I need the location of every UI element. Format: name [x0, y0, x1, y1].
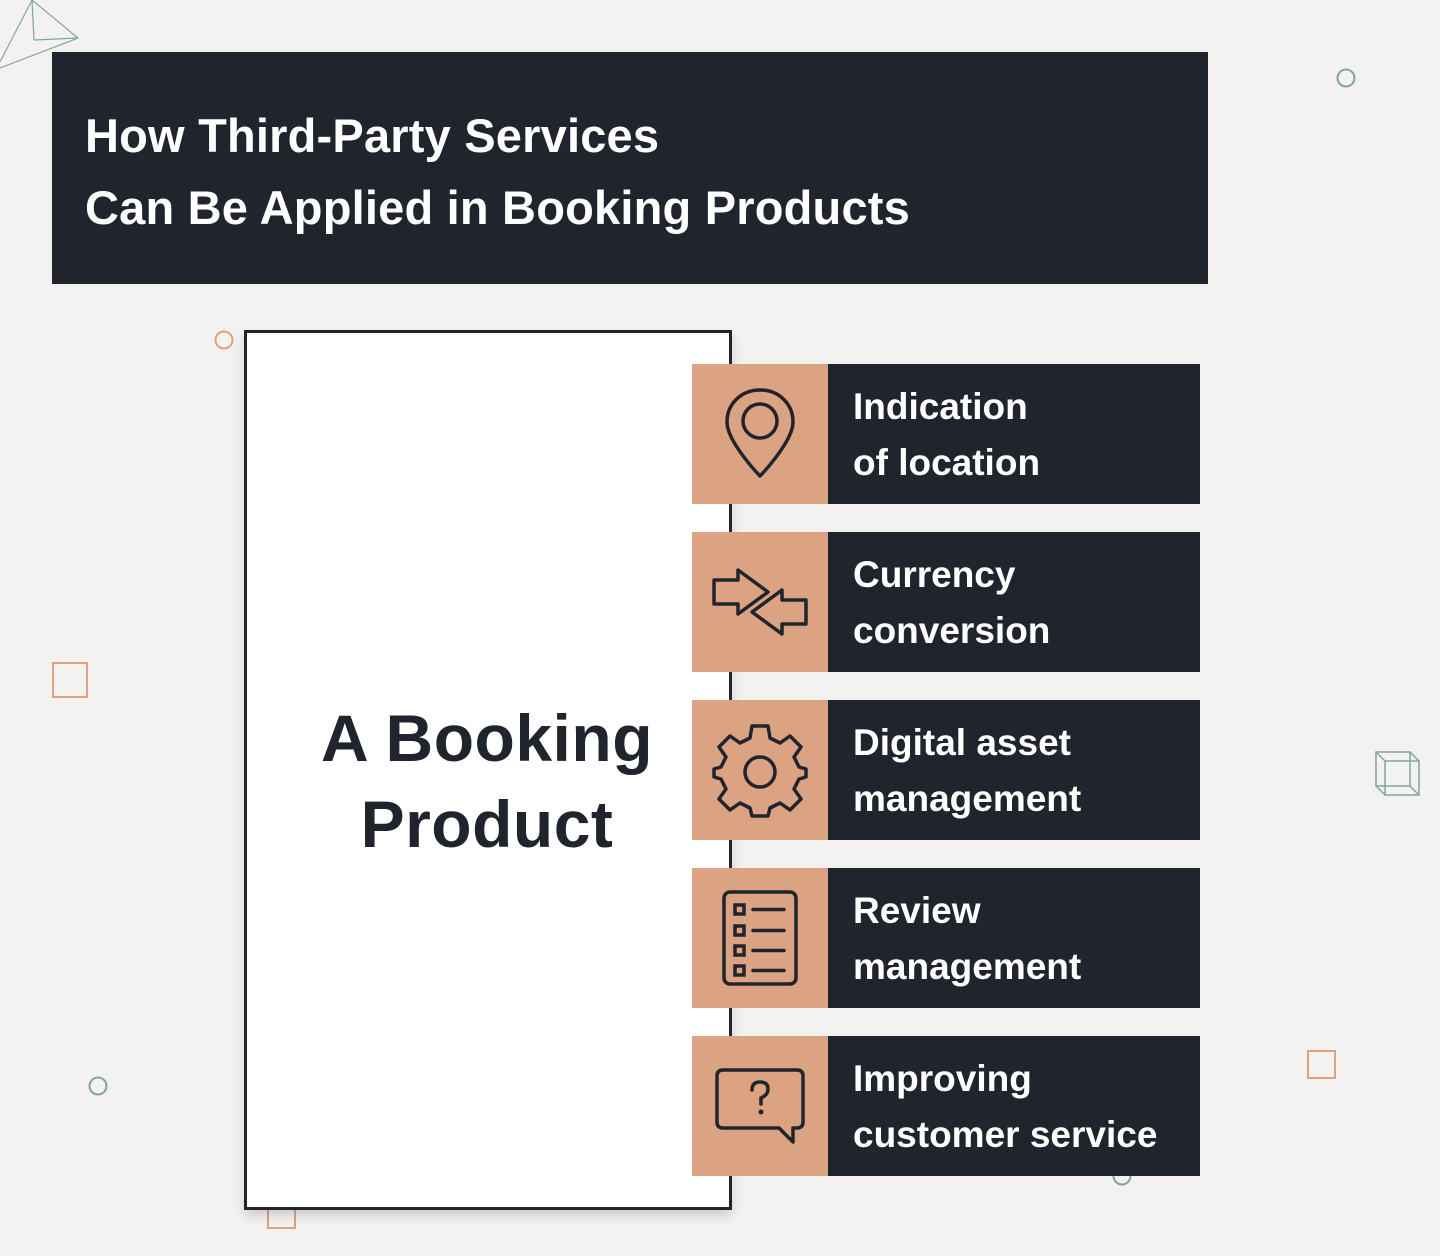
service-label-line-2: conversion	[853, 610, 1051, 651]
service-icon-box	[692, 700, 828, 840]
exchange-arrows-icon	[712, 568, 808, 636]
location-pin-icon	[725, 388, 795, 478]
service-label: Review management	[828, 868, 1200, 1008]
service-card-customer-service: Improving customer service	[692, 1036, 1200, 1176]
gear-icon	[712, 724, 808, 818]
decorative-circle	[88, 1076, 108, 1096]
service-card-currency: Currency conversion	[692, 532, 1200, 672]
header-banner: How Third-Party Services Can Be Applied …	[52, 52, 1208, 284]
service-icon-box	[692, 868, 828, 1008]
service-label-line-1: Indication	[853, 386, 1028, 427]
decorative-circle	[214, 330, 234, 350]
service-icon-box	[692, 364, 828, 504]
booking-product-panel: A Booking Product	[244, 330, 732, 1210]
page-title-line-1: How Third-Party Services	[85, 109, 660, 162]
service-label: Currency conversion	[828, 532, 1200, 672]
service-icon-box	[692, 532, 828, 672]
product-title-line-2: Product	[360, 787, 614, 861]
service-label-line-2: customer service	[853, 1114, 1158, 1155]
service-label-line-1: Improving	[853, 1058, 1032, 1099]
service-label-line-2: of location	[853, 442, 1041, 483]
decorative-circle	[1336, 68, 1356, 88]
decorative-cube	[1375, 751, 1420, 796]
service-icon-box	[692, 1036, 828, 1176]
service-card-digital-asset: Digital asset management	[692, 700, 1200, 840]
decorative-square	[1307, 1050, 1336, 1079]
service-label: Improving customer service	[828, 1036, 1200, 1176]
page-title-line-2: Can Be Applied in Booking Products	[85, 181, 910, 234]
product-title: A Booking Product	[247, 695, 727, 867]
decorative-triangle	[0, 0, 80, 69]
service-label-line-1: Digital asset	[853, 722, 1071, 763]
service-label-line-2: management	[853, 946, 1082, 987]
service-card-location: Indication of location	[692, 364, 1200, 504]
service-label-line-1: Review	[853, 890, 981, 931]
decorative-square	[52, 662, 88, 698]
checklist-icon	[722, 890, 798, 986]
service-label-line-2: management	[853, 778, 1082, 819]
service-card-review: Review management	[692, 868, 1200, 1008]
service-label: Indication of location	[828, 364, 1200, 504]
service-label: Digital asset management	[828, 700, 1200, 840]
question-chat-icon	[715, 1068, 805, 1144]
service-label-line-1: Currency	[853, 554, 1016, 595]
product-title-line-1: A Booking	[320, 701, 654, 775]
